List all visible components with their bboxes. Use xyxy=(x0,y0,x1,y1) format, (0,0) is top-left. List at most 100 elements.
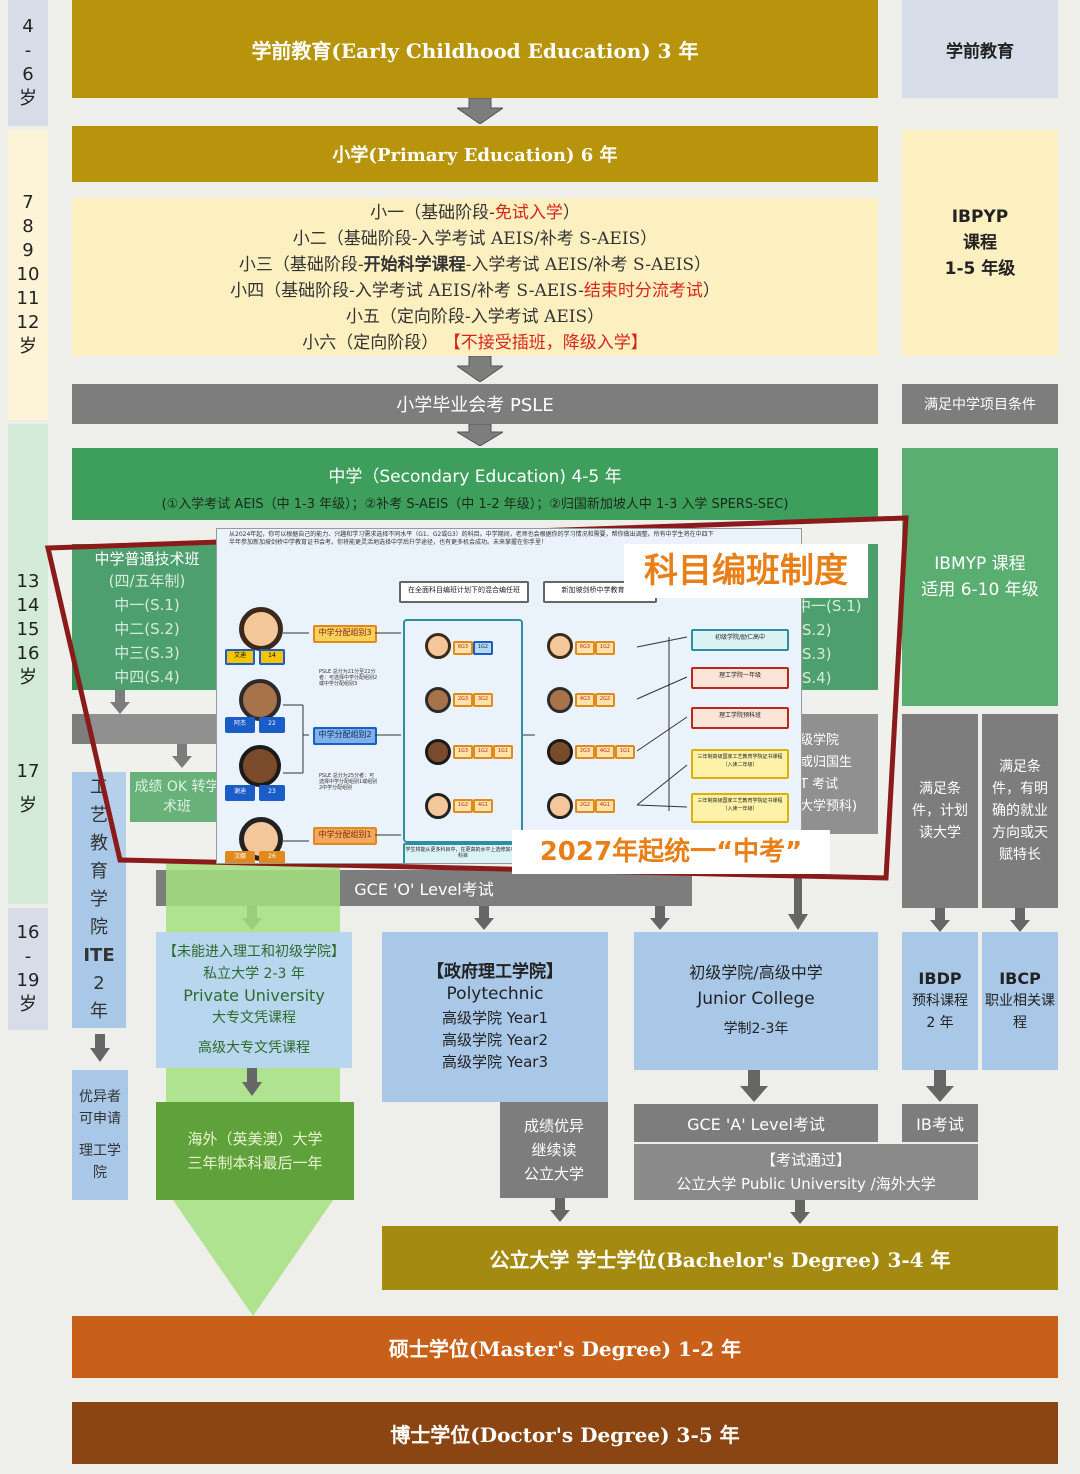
student-avatar xyxy=(547,633,573,659)
transfer-label: 成绩 OK 转学术班 xyxy=(130,777,224,817)
excel-line: 理工学院 xyxy=(79,1143,121,1181)
ibpyp-label: 1-5 年级 xyxy=(944,259,1016,279)
subject-tag: 1G3 xyxy=(453,745,473,759)
entry-line: 大学预科) xyxy=(800,796,878,818)
subject-tag: 1G2 xyxy=(473,641,493,655)
age-label: - xyxy=(24,40,32,61)
subject-tag: 1G2 xyxy=(453,799,473,813)
student-avatar xyxy=(547,739,573,765)
subject-tag: 2G2 xyxy=(595,693,615,707)
age-label: 16 xyxy=(16,643,40,664)
inset-caption: 2027年起统一“中考” xyxy=(512,830,830,874)
ite-char: 育 xyxy=(90,861,108,882)
jc-line: 初级学院/高级中学 xyxy=(689,963,823,982)
private-line: 【未能进入理工和初级学院】 xyxy=(163,944,345,960)
student-score: 23 xyxy=(259,785,285,801)
student-score: 22 xyxy=(259,717,285,733)
psle-side-label: 满足中学项目条件 xyxy=(924,397,1036,413)
transfer-academic: 成绩 OK 转学术班 xyxy=(130,772,224,822)
age-label: 10 xyxy=(16,264,40,285)
subject-tag: 1G1 xyxy=(493,745,513,759)
track-year: 中一(S.1) xyxy=(72,593,222,617)
down-arrow-icon xyxy=(1010,908,1030,932)
down-arrow-icon xyxy=(930,908,950,932)
subject-tag: 4G1 xyxy=(595,799,615,813)
subject-tag: 1G1 xyxy=(615,745,635,759)
jc-line: Junior College xyxy=(697,989,815,1009)
student-name: 谢迪 xyxy=(225,785,255,801)
subject-tag: 6G3 xyxy=(575,641,595,655)
gce-a-title: GCE 'A' Level考试 xyxy=(687,1115,825,1134)
subject-tag: 4G2 xyxy=(595,745,615,759)
inset-heading: 科目编班制度 xyxy=(624,544,868,598)
group-box: 中学分配组别3 xyxy=(313,625,377,643)
ite-code: ITE xyxy=(83,945,115,966)
ite-years: 2 xyxy=(93,973,105,994)
secondary-block: 中学（Secondary Education) 4-5 年 (①入学考试 AEI… xyxy=(72,448,878,520)
ibdp-line: IBDP xyxy=(918,969,962,988)
track-year: 中一(S.1) xyxy=(796,594,878,618)
ibdp-line: 2 年 xyxy=(926,1015,954,1031)
ibcp-line: 职业相关课程 xyxy=(985,993,1055,1031)
dest-box: 三年制高级国家工艺教育学院证书课程（入读一年级） xyxy=(691,793,789,823)
ite-char: 艺 xyxy=(90,805,108,826)
dest-box: 理工学院一年级 xyxy=(691,667,789,689)
ib-condition-2: 满足条件，有明确的就业方向或天赋特长 xyxy=(982,714,1058,908)
psle-side: 满足中学项目条件 xyxy=(902,384,1058,424)
subject-tag: 4G1 xyxy=(473,799,493,813)
private-university-block: 【未能进入理工和初级学院】 私立大学 2-3 年 Private Univers… xyxy=(156,932,352,1068)
gce-a-block: GCE 'A' Level考试 xyxy=(634,1104,878,1142)
student-score: 26 xyxy=(259,851,285,863)
group-box: 中学分配组别2 xyxy=(313,727,377,745)
student-avatar xyxy=(547,793,573,819)
student-avatar xyxy=(425,687,451,713)
down-arrow-icon xyxy=(110,690,130,714)
group-note: PSLE 总分为21分至22分者：可选择中学分配组别2或中学分配组别3 xyxy=(319,669,378,687)
age-label: 14 xyxy=(16,595,40,616)
age-label: 岁 xyxy=(19,994,37,1015)
inset-intro: 从2024年起，你可以根据自己的能力、兴趣和学习需求选择不同水平（G1、G2或G… xyxy=(229,531,714,546)
primary-grades: 小一（基础阶段-免试入学） 小二（基础阶段-入学考试 AEIS/补考 S-AEI… xyxy=(72,198,878,356)
ibcp-block: IBCP 职业相关课程 xyxy=(982,932,1058,1070)
down-arrow-icon xyxy=(455,97,505,125)
grade-p5: 小五（定向阶段-入学考试 AEIS） xyxy=(345,307,605,327)
age-label: 12 xyxy=(16,312,40,333)
grade-p4: 小四（基础阶段-入学考试 AEIS/补考 S-AEIS-结束时分流考试） xyxy=(230,281,720,301)
continue-line: 继续读 xyxy=(531,1141,577,1159)
preschool-side: 学前教育 xyxy=(902,0,1058,98)
subject-tag: 6G3 xyxy=(453,641,473,655)
student-avatar xyxy=(425,793,451,819)
age-label: 岁 xyxy=(19,336,37,357)
inset-footnote: 学生将能从更多科目中，在更高的水平上选修其中的科目 xyxy=(403,843,523,863)
down-arrow-icon xyxy=(90,1034,110,1062)
ib-condition-1: 满足条件，计划读大学 xyxy=(902,714,978,908)
down-arrow-icon xyxy=(788,834,808,930)
age-label: 岁 xyxy=(19,795,37,816)
down-arrow-icon xyxy=(650,906,670,930)
age-label: 岁 xyxy=(19,88,37,109)
ite-years: 年 xyxy=(90,1001,108,1022)
ibcp-line: IBCP xyxy=(999,969,1041,988)
grade-p3: 小三（基础阶段-开始科学课程-入学考试 AEIS/补考 S-AEIS） xyxy=(238,255,712,275)
inset-box-label: 在全面科目编班计划下的混合编任班 xyxy=(399,581,529,603)
age-label: 16 xyxy=(16,922,40,943)
private-line: 高级大专文凭课程 xyxy=(198,1040,310,1056)
dest-box: 理工学院预科班 xyxy=(691,707,789,729)
entry-line: 级学院 xyxy=(800,730,878,752)
student-avatar xyxy=(239,679,281,721)
age-label: 4 xyxy=(22,16,34,37)
track-year: (S.3) xyxy=(796,642,878,666)
inset-caption-text: 2027年起统一“中考” xyxy=(539,837,803,867)
group-note: PSLE 总分为25分者：可选择中学分配组别1或组别2中学分配组别 xyxy=(319,773,378,791)
poly-line: 高级学院 Year2 xyxy=(441,1031,549,1049)
secondary-subtitle: (①入学考试 AEIS（中 1-3 年级）；②补考 S-AEIS（中 1-2 年… xyxy=(161,497,789,512)
subject-tag: 2G2 xyxy=(575,799,595,813)
age-label: - xyxy=(24,946,32,967)
inset-connectors xyxy=(283,632,688,842)
age-label: 19 xyxy=(16,970,40,991)
down-arrow-icon xyxy=(550,1198,570,1222)
poly-line: 【政府理工学院】 xyxy=(427,962,563,982)
doctor-title: 博士学位(Doctor's Degree) 3-5 年 xyxy=(390,1422,740,1447)
overseas-university-block: 海外（英美澳）大学 三年制本科最后一年 xyxy=(156,1102,354,1200)
ibdp-line: 预科课程 xyxy=(912,993,968,1009)
